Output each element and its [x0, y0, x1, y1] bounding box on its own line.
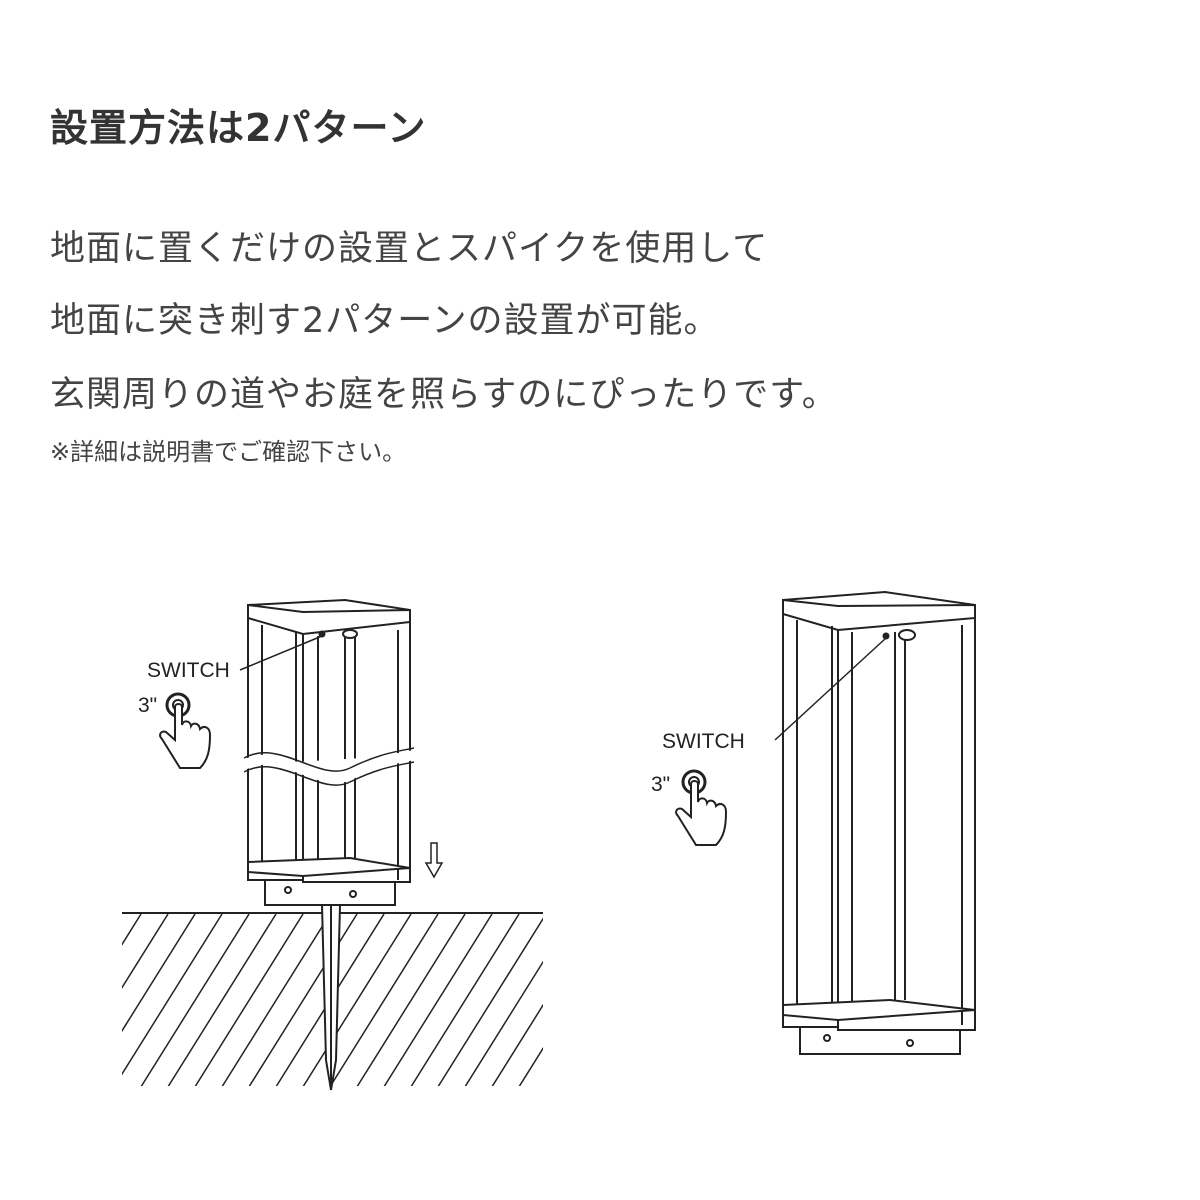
hatch-line	[518, 1046, 543, 1086]
description-line-2: 地面に突き刺す2パターンの設置が可能。	[50, 301, 720, 341]
description-line-3: 玄関周りの道やお庭を照らすのにぴったりです。	[50, 375, 838, 415]
hatch-line	[302, 914, 412, 1086]
hatch-line	[248, 914, 358, 1086]
hatch-line	[221, 914, 331, 1086]
down-arrow-icon	[424, 842, 444, 879]
hatch-line	[140, 914, 250, 1086]
hatch-line	[356, 914, 466, 1086]
switch-label: SWITCH	[147, 659, 230, 682]
hatch-line	[383, 914, 493, 1086]
hatch-line	[598, 914, 708, 1090]
hatch-line	[122, 914, 142, 946]
description-line-1: 地面に置くだけの設置とスパイクを使用して	[50, 229, 769, 269]
note-text: ※詳細は説明書でご確認下さい。	[50, 438, 407, 466]
hatch-line	[0, 914, 60, 1090]
press-duration-label: 3"	[138, 694, 157, 717]
lamp-spike-install	[241, 598, 416, 1091]
hatch-line	[571, 914, 681, 1090]
hatch-line	[122, 914, 196, 1033]
hatch-line	[464, 960, 543, 1086]
press-duration-label: 3"	[651, 773, 670, 796]
lamp-ground-install	[782, 590, 976, 1055]
hatch-line	[122, 914, 223, 1076]
hatch-line	[625, 914, 735, 1090]
hatch-line	[194, 914, 304, 1086]
ground-hatch	[0, 912, 735, 1090]
finger-press-icon	[159, 692, 212, 769]
switch-label: SWITCH	[662, 730, 745, 753]
hatch-line	[0, 914, 87, 1090]
hatch-line	[410, 914, 520, 1086]
hatch-line	[329, 914, 439, 1086]
hatch-line	[544, 914, 654, 1090]
hatch-line	[167, 914, 277, 1086]
finger-press-icon	[675, 769, 728, 846]
page-title: 設置方法は2パターン	[50, 106, 427, 150]
hatch-line	[122, 914, 169, 990]
hatch-line	[437, 917, 543, 1086]
hatch-line	[491, 1003, 543, 1086]
hatch-line	[4, 914, 114, 1090]
